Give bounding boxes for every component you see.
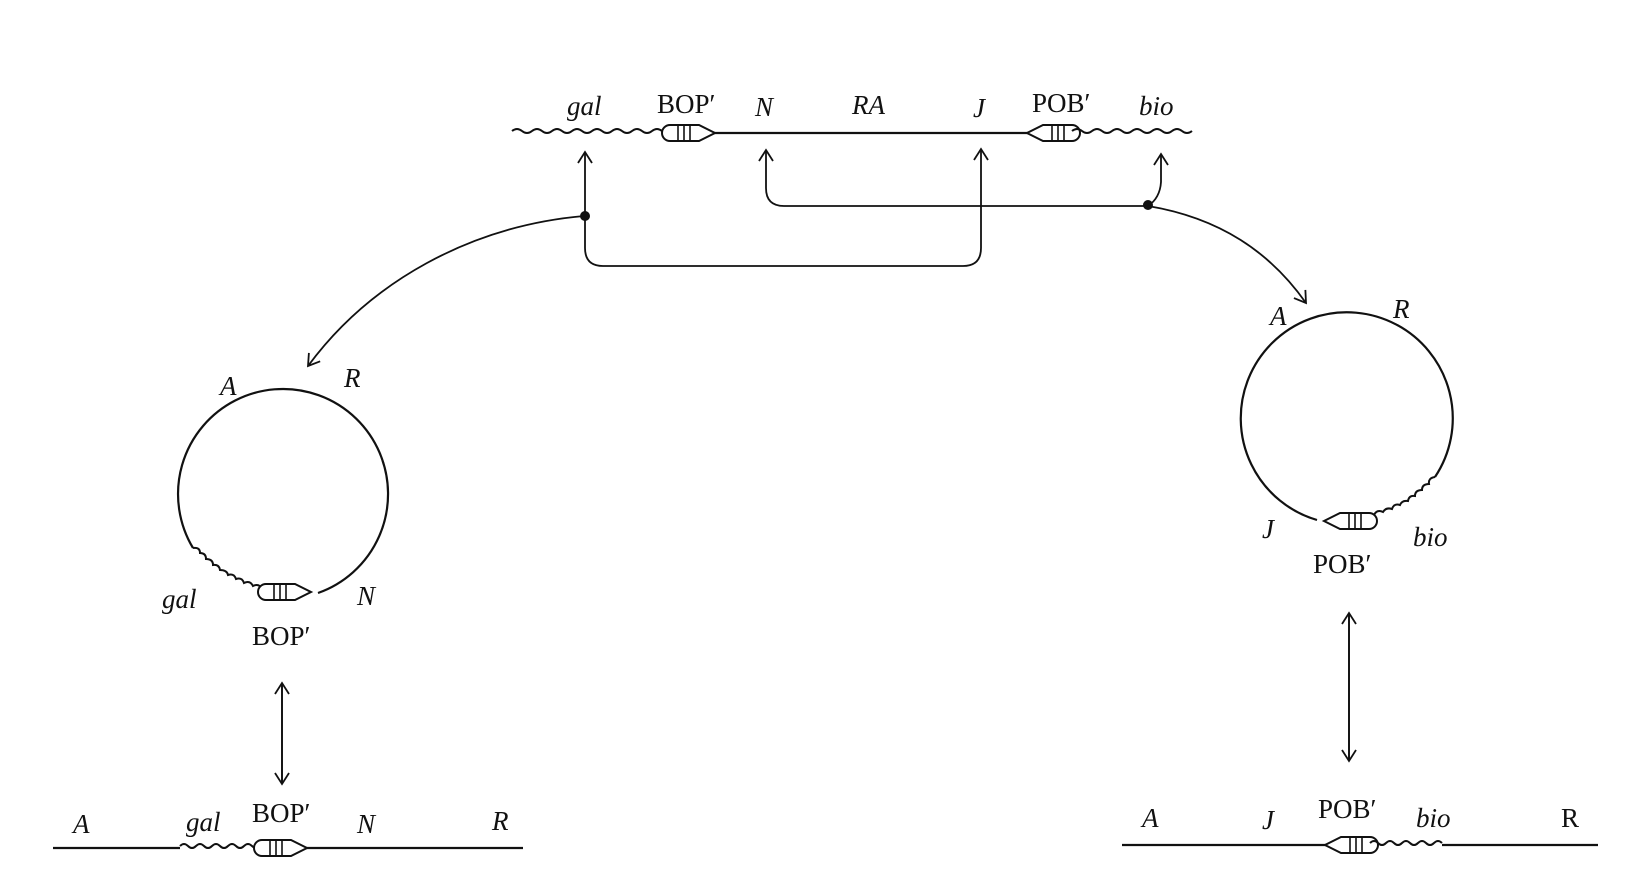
left-circle-n-label: N [356,581,377,611]
top-bio-segment [1071,128,1193,134]
bottom-right-a-label: A [1140,803,1159,833]
left-circle-gal-segment [192,546,263,590]
left-circle: A R gal N BOP′ [162,363,390,651]
left-circle-gal-label: gal [162,584,197,614]
top-gal-segment [511,128,663,134]
bottom-right-j-label: J [1262,805,1276,835]
top-j-label: J [973,93,987,123]
bio-arrow [1147,152,1169,207]
right-circle-bio-label: bio [1413,522,1448,552]
bottom-right-r-label: R [1561,803,1579,833]
right-circle-phage-arc [1239,311,1454,522]
right-circle-j-label: J [1262,514,1276,544]
bottom-left-gal-label: gal [186,807,221,837]
bottom-left-bop-site-icon [253,839,308,857]
left-circle-bop-site-icon [257,583,312,601]
bottom-left-n-label: N [356,809,377,839]
left-circle-phage-arc [176,387,390,595]
bottom-left-gal-segment [179,843,269,849]
top-pob-label: POB′ [1032,88,1090,118]
bottom-left-r-label: R [491,806,509,836]
right-circle: A R J bio POB′ [1239,294,1454,579]
bottom-left-a-label: A [71,809,90,839]
right-circle-bio-segment [1373,476,1436,516]
bottom-right-pob-label: POB′ [1318,794,1376,824]
arrow-to-right-circle [1147,205,1307,305]
right-crossover-dot [1143,200,1153,210]
bottom-right-bio-label: bio [1416,803,1451,833]
left-circle-r-label: R [343,363,361,393]
right-circle-r-label: R [1392,294,1410,324]
top-chromosome: gal BOP′ N RA J POB′ bio [511,88,1193,142]
bottom-right-pob-site-icon [1324,836,1379,854]
left-circle-bop-label: BOP′ [252,621,310,651]
top-bio-label: bio [1139,91,1174,121]
left-crossover-dot [580,211,590,221]
top-n-label: N [754,92,775,122]
bottom-left-bop-label: BOP′ [252,798,310,828]
top-gal-label: gal [567,91,602,121]
top-ra-label: RA [851,90,885,120]
right-circle-pob-label: POB′ [1313,549,1371,579]
n-bio-connector [758,148,1148,207]
top-bop-site-icon [661,124,716,142]
top-pob-site-icon [1026,124,1081,142]
top-bop-label: BOP′ [657,89,715,119]
recombination-connectors [307,147,1307,368]
left-circle-a-label: A [218,371,237,401]
bottom-left-prophage: A gal BOP′ N R [53,798,523,857]
right-circle-pob-site-icon [1323,512,1378,530]
bottom-right-bio-segment [1369,840,1443,846]
gal-j-connector [584,147,989,267]
right-circle-a-label: A [1268,301,1287,331]
bottom-right-prophage: A J POB′ bio R [1122,794,1598,854]
arrow-to-left-circle [307,215,585,368]
